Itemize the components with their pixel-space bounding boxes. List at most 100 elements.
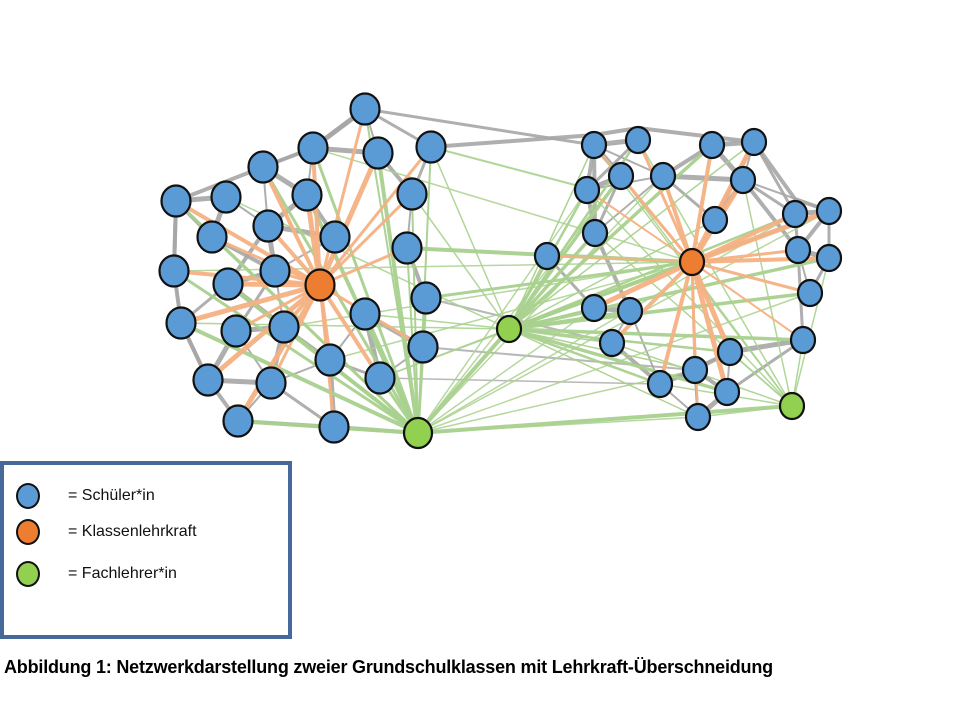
class-teacher-edge [205, 282, 323, 383]
student-edge [429, 133, 596, 149]
subject-teacher-edge [507, 327, 805, 342]
subject-teacher-edge [430, 146, 595, 191]
student-node [781, 199, 809, 229]
class-teacher-edge [318, 283, 382, 380]
student-node [220, 314, 252, 348]
class-teacher-edge [235, 282, 323, 424]
student-node [364, 361, 396, 395]
student-node [646, 369, 674, 399]
network-diagram [158, 92, 843, 450]
subject-teacher-edge [417, 292, 811, 434]
class-teacher-edge [317, 150, 381, 288]
student-node [681, 355, 709, 385]
figure-caption: Abbildung 1: Netzwerkdarstellung zweier … [4, 657, 773, 677]
student-edge [636, 126, 756, 144]
student-node [580, 130, 608, 160]
subject-teacher-edge [507, 291, 812, 331]
student-edge [725, 338, 805, 394]
student-node [684, 402, 712, 432]
student-node [210, 180, 242, 214]
student-edge [594, 175, 664, 234]
legend-label-class-teacher: = Klassenlehrkraft [68, 523, 197, 540]
subject-teacher-edge [417, 175, 622, 434]
subject-teacher-edge [508, 141, 755, 330]
student-node [396, 177, 428, 211]
class-teacher-edge [318, 107, 367, 287]
student-node [607, 161, 635, 191]
student-node [407, 330, 439, 364]
class-teacher-edge [318, 192, 414, 287]
subject-teacher-edge [417, 307, 595, 434]
student-node [268, 310, 300, 344]
student-node [716, 337, 744, 367]
student-node [573, 175, 601, 205]
student-edge [422, 346, 696, 371]
subject-teacher-edge [282, 325, 420, 435]
subject-teacher-node [495, 314, 523, 344]
student-node-icon [16, 483, 40, 509]
student-node [192, 363, 224, 397]
class-teacher-edge [691, 261, 804, 341]
student-node [222, 404, 254, 438]
class-teacher-node-icon [16, 519, 40, 545]
class-teacher-edge [546, 255, 693, 263]
subject-teacher-edge [430, 146, 510, 330]
subject-teacher-node-icon [16, 561, 40, 587]
student-node [796, 278, 824, 308]
student-edge [741, 178, 800, 252]
student-node [349, 92, 381, 126]
class-teacher-edge [586, 189, 693, 263]
student-node [158, 254, 190, 288]
class-teacher-edge [690, 143, 714, 264]
subject-teacher-edge [417, 213, 796, 434]
student-node [255, 366, 287, 400]
student-node [581, 218, 609, 248]
subject-teacher-edge [173, 261, 693, 272]
student-node [212, 267, 244, 301]
class-teacher-edge [591, 259, 695, 311]
subject-teacher-edge [411, 193, 510, 330]
class-teacher-edge [636, 138, 694, 264]
subject-teacher-edge [508, 328, 699, 418]
class-teacher-edge [174, 199, 322, 287]
class-teacher-edge [691, 261, 699, 418]
student-node [196, 220, 228, 254]
student-node [252, 209, 284, 243]
subject-teacher-edge [364, 313, 510, 330]
student-node [616, 296, 644, 326]
subject-teacher-edge [586, 189, 793, 407]
student-node [815, 196, 843, 226]
legend-item-student: = Schüler*in [12, 481, 282, 513]
student-node [713, 377, 741, 407]
subject-teacher-edge [416, 296, 428, 435]
subject-teacher-edge [417, 189, 588, 434]
subject-teacher-edge [172, 269, 420, 435]
subject-teacher-edge [424, 260, 694, 300]
subject-teacher-edge [417, 175, 664, 434]
student-node [410, 281, 442, 315]
student-node [649, 161, 677, 191]
subject-teacher-edge [507, 260, 694, 331]
student-node [319, 220, 351, 254]
class-teacher-node [678, 247, 706, 277]
student-node [815, 243, 843, 273]
class-teacher-edge [619, 174, 694, 264]
student-node [784, 235, 812, 265]
class-teacher-edge [318, 145, 433, 287]
subject-teacher-edge [376, 151, 420, 435]
subject-teacher-edge [416, 404, 794, 435]
student-node [165, 306, 197, 340]
legend-label-student: = Schüler*in [68, 487, 155, 504]
student-node [701, 205, 729, 235]
student-node [349, 297, 381, 331]
student-edge [379, 377, 661, 385]
class-teacher-edge [690, 260, 812, 295]
class-teacher-edge [178, 282, 323, 326]
subject-teacher-edge [261, 165, 420, 435]
class-teacher-edge [658, 260, 694, 386]
subject-teacher-edge [507, 327, 662, 386]
subject-teacher-edge [416, 327, 511, 435]
subject-teacher-node [402, 416, 434, 450]
student-node [698, 130, 726, 160]
class-teacher-edge [610, 260, 694, 345]
